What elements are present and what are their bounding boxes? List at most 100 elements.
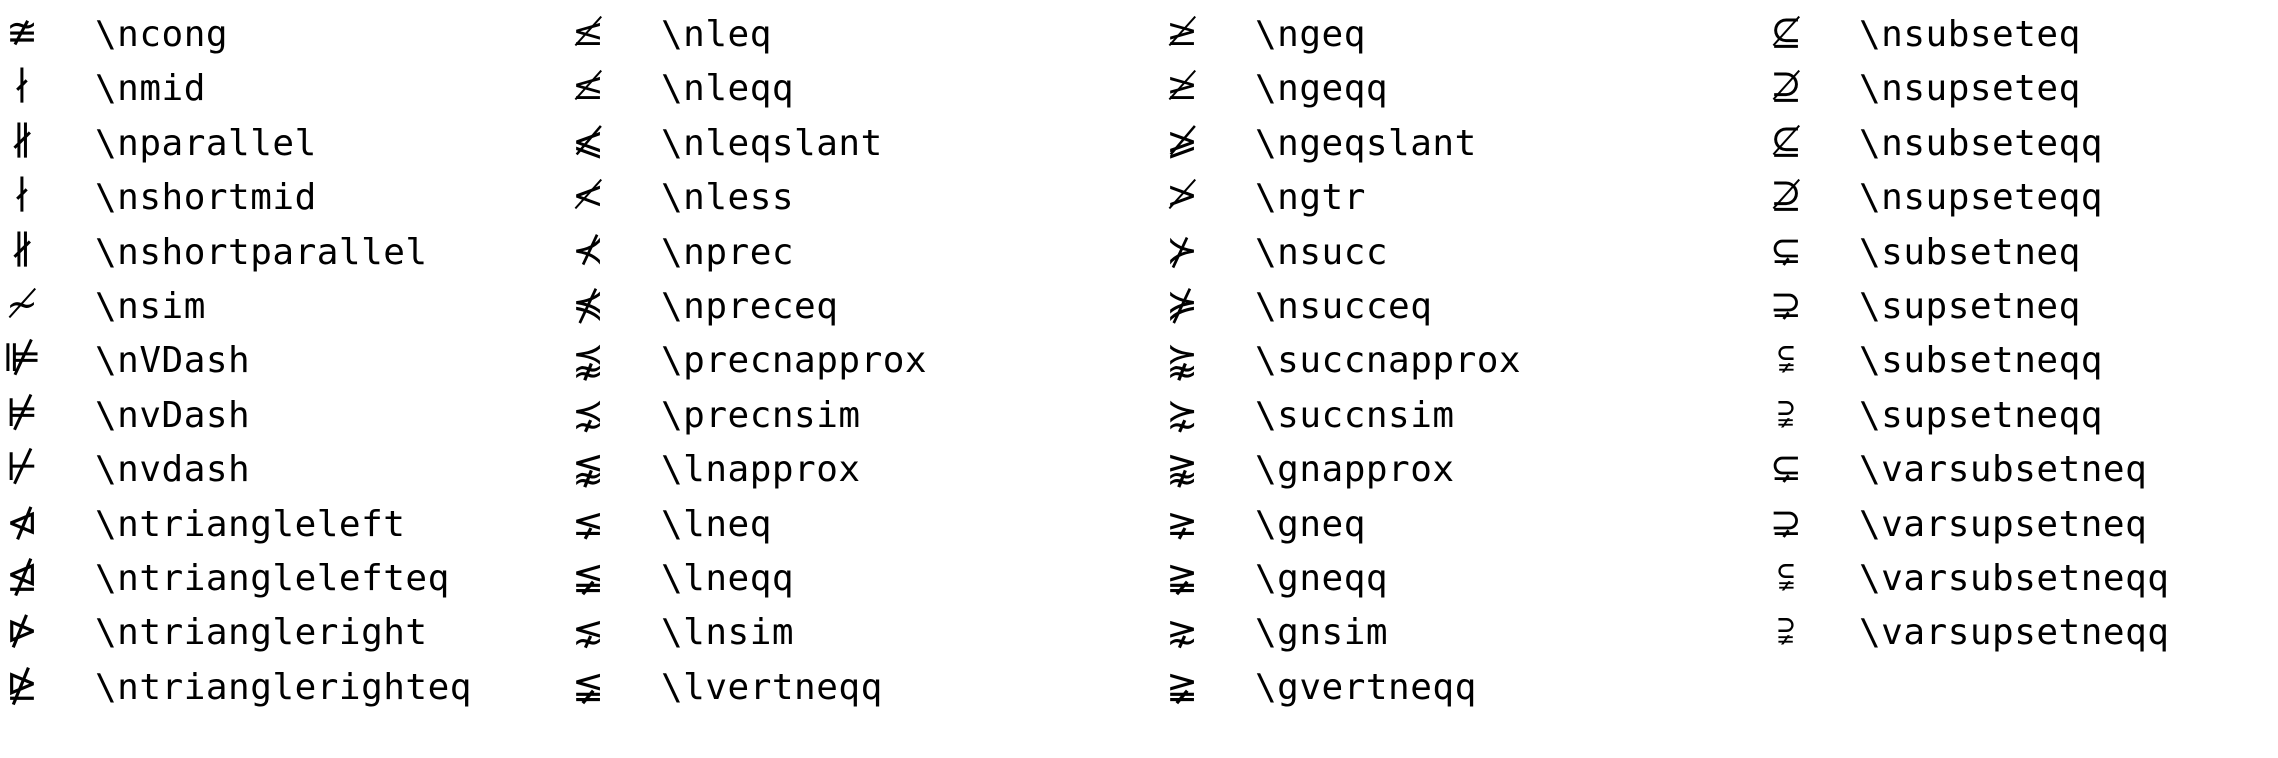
math-symbol: ⫌ [1777,390,1795,435]
latex-command: \supsetneq [1859,285,2081,327]
math-symbol: ⫋ [1777,553,1795,598]
latex-command: \gnsim [1255,612,1389,654]
latex-command: \ntriangleright [95,612,428,654]
latex-command: \subsetneq [1859,231,2081,273]
math-symbol: ⫌ [1777,608,1795,653]
latex-command: \nless [661,177,795,219]
latex-command: \lneq [661,503,772,545]
latex-command: \ntrianglelefteq [95,557,450,599]
math-symbol: ⋩ [1166,390,1198,435]
math-symbol: ⊋ [1770,281,1802,326]
latex-command: \nsupseteqq [1859,177,2103,219]
latex-command: \nsupseteq [1859,68,2081,110]
math-symbol: ⩾̸ [1166,118,1198,163]
math-symbol: ⪹ [572,336,604,381]
latex-command: \nvdash [95,449,251,491]
math-symbol: ≨ [572,553,604,598]
math-symbol: ⋭ [6,662,38,707]
math-symbol: ⪇ [572,499,604,544]
latex-command: \nsucc [1255,231,1389,273]
latex-command: \nsim [95,285,206,327]
latex-command: \nshortmid [95,177,317,219]
latex-command: \lvertneqq [661,666,883,708]
latex-command: \varsupsetneqq [1859,612,2170,654]
math-symbol: ⊯ [2,336,42,381]
latex-command: \nleqq [661,68,795,110]
latex-command: \lnsim [661,612,795,654]
latex-command: \precnapprox [661,340,928,382]
math-symbol: ≯ [1166,173,1198,218]
math-symbol: ≁ [6,281,38,326]
math-symbol: ≇ [6,10,38,54]
math-symbol: ≨ [572,662,604,707]
latex-command: \nVDash [95,340,251,382]
math-symbol: ∤ [12,64,32,109]
latex-command: \ngeqslant [1255,122,1477,164]
latex-command: \gneqq [1255,557,1389,599]
latex-command: \gneq [1255,503,1366,545]
latex-command: \varsubsetneq [1859,449,2148,491]
math-symbol: ⊊ [1770,227,1802,272]
latex-command: \precnsim [661,394,861,436]
latex-command: \nmid [95,68,206,110]
math-symbol: ⋪ [6,499,38,544]
latex-command: \npreceq [661,285,839,327]
math-symbol: ∦ [9,118,35,163]
latex-command: \ntriangleleft [95,503,406,545]
math-symbol: ≩ [1166,662,1198,707]
latex-command: \nvDash [95,394,251,436]
math-symbol: ≰ [572,10,604,54]
latex-command: \nsubseteqq [1859,122,2103,164]
latex-command: \succnsim [1255,394,1455,436]
latex-command: \ntrianglerighteq [95,666,472,708]
math-symbol: ⊁ [1166,227,1198,272]
latex-command: \nprec [661,231,795,273]
latex-command: \succnapprox [1255,340,1522,382]
math-symbol: ∤ [12,173,32,218]
math-symbol: ⪈ [1166,499,1198,544]
math-symbol: ≩ [1166,553,1198,598]
latex-command: \gnapprox [1255,449,1455,491]
math-symbol: ≱ [1166,64,1198,109]
math-symbol: ⋡ [1166,281,1198,326]
math-symbol: ≱ [1166,10,1198,54]
math-symbol: ⋫ [6,608,38,653]
math-symbol: ⊉ [1770,64,1802,109]
math-symbol: ⊈ [1770,118,1802,163]
math-symbol: ⊀ [572,227,604,272]
math-symbol: ⊬ [5,445,39,490]
math-symbol: ⋦ [572,608,604,653]
math-symbol: ⪊ [1166,445,1198,490]
math-symbol: ⫋ [1777,336,1795,381]
latex-command: \ncong [95,14,229,55]
latex-command: \nshortparallel [95,231,428,273]
math-symbol: ⋧ [1166,608,1198,653]
latex-command: \nparallel [95,122,317,164]
latex-command: \ngtr [1255,177,1366,219]
math-symbol: ≮ [572,173,604,218]
latex-command: \nsubseteq [1859,14,2081,55]
math-symbol: ⊭ [5,390,39,435]
latex-command: \lnapprox [661,449,861,491]
math-symbol: ∦ [9,227,35,272]
latex-command: \ngeq [1255,14,1366,55]
latex-command: \supsetneqq [1859,394,2103,436]
latex-command: \nsucceq [1255,285,1433,327]
latex-command: \gvertneqq [1255,666,1477,708]
latex-command: \nleq [661,14,772,55]
math-symbol: ⋨ [572,390,604,435]
math-symbol: ⪺ [1166,336,1198,381]
latex-command: \varsubsetneqq [1859,557,2170,599]
latex-command: \ngeqq [1255,68,1389,110]
math-symbol: ⊉ [1770,173,1802,218]
math-symbol: ⊈ [1770,10,1802,54]
math-symbol: ⩽̸ [572,118,604,163]
math-symbol: ⊋ [1770,499,1802,544]
latex-command: \varsupsetneq [1859,503,2148,545]
math-symbol: ≰ [572,64,604,109]
latex-command: \nleqslant [661,122,883,164]
latex-command: \subsetneqq [1859,340,2103,382]
math-symbol: ⊊ [1770,445,1802,490]
math-symbol: ⋬ [6,553,38,598]
